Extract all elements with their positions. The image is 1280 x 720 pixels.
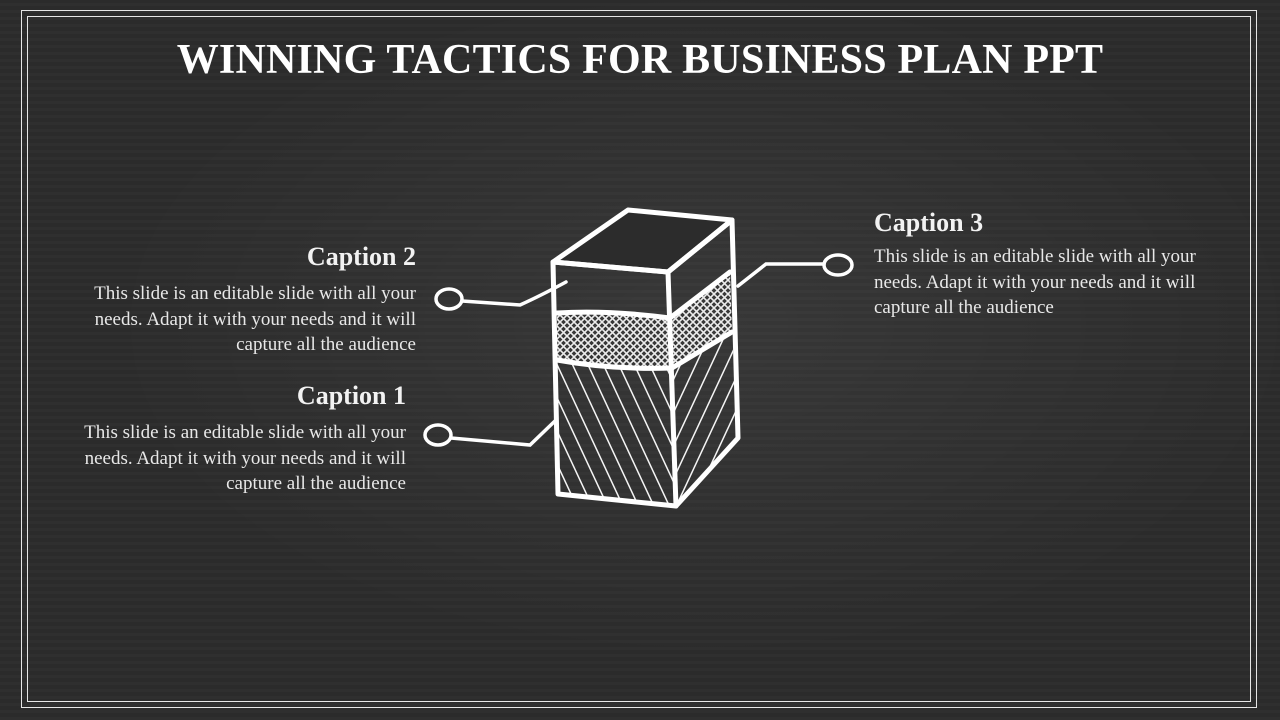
caption-3-text: This slide is an editable slide with all…	[874, 246, 1196, 318]
caption-1-text: This slide is an editable slide with all…	[84, 422, 406, 494]
slide-title: WINNING TACTICS FOR BUSINESS PLAN PPT	[176, 37, 1104, 83]
caption-2-heading: Caption 2	[306, 242, 416, 271]
caption-1-heading: Caption 1	[296, 381, 406, 410]
connector-line-icon	[423, 253, 854, 447]
caption-3-heading: Caption 3	[874, 208, 984, 237]
inner-border	[27, 16, 1251, 702]
caption-2-text: This slide is an editable slide with all…	[94, 283, 416, 355]
outer-border	[21, 10, 1257, 708]
